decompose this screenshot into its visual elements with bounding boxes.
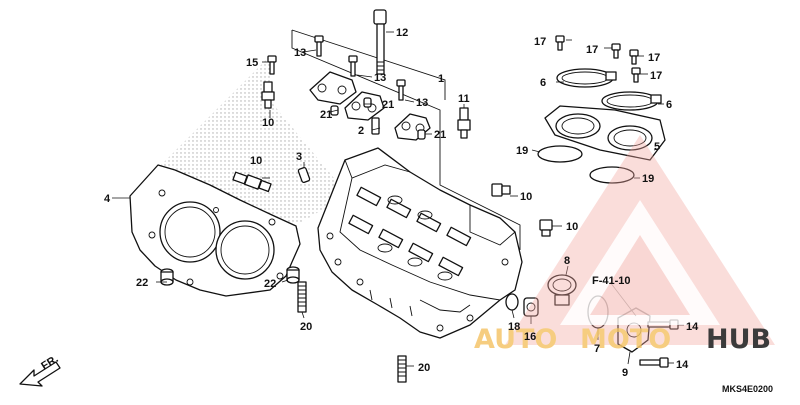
intake-insulator (544, 105, 666, 161)
dowel-21-c (417, 129, 426, 140)
watermark-inner-triangle (560, 200, 720, 325)
callout-6-lower: 6 (666, 99, 672, 111)
callout-16: 16 (524, 331, 536, 343)
watermark-inner-mark (590, 235, 690, 315)
callout-17-c: 17 (648, 52, 660, 64)
watermark-text-right: HUB (706, 324, 771, 355)
sensor-10-lower (539, 219, 553, 237)
callout-10-middle: 10 (250, 155, 262, 167)
band-6-lower (601, 91, 662, 111)
front-direction-indicator: FR. (19, 353, 61, 387)
leader-lines (112, 31, 684, 367)
cylinder-head-gasket (129, 164, 301, 297)
diagram-code: MKS4E0200 (722, 384, 773, 394)
callout-22-right: 22 (264, 278, 276, 290)
bolt-14-lower (639, 357, 669, 368)
bolt-13-b (348, 55, 358, 77)
bolt-15 (267, 55, 277, 75)
callout-21-a: 21 (320, 109, 332, 121)
callout-12: 12 (396, 27, 408, 39)
thermostat-8 (547, 274, 577, 306)
callout-6-upper: 6 (540, 77, 546, 89)
assembly-bracket-top (291, 29, 446, 100)
reference-label: F-41-10 (592, 275, 631, 287)
callout-19-left: 19 (516, 145, 528, 157)
o-ring-19-left (537, 145, 583, 163)
stud-bolt-20-lower (397, 355, 407, 383)
bolt-13-a (314, 35, 324, 57)
assembly-bracket (291, 30, 521, 250)
callout-10-top: 10 (262, 117, 274, 129)
callout-9: 9 (622, 367, 628, 379)
bolt-13-c (396, 79, 406, 101)
callout-22-left: 22 (136, 277, 148, 289)
head-bolt-12 (373, 9, 387, 75)
callout-11: 11 (458, 93, 470, 105)
callout-17-d: 17 (650, 70, 662, 82)
stud-bolt-20-upper (297, 281, 307, 313)
callout-2: 2 (358, 125, 364, 137)
callout-20-lower: 20 (418, 362, 430, 374)
seal-18 (505, 293, 519, 311)
callout-5: 5 (654, 141, 660, 153)
callout-8: 8 (564, 255, 570, 267)
callout-20-upper: 20 (300, 321, 312, 333)
dowel-pin-right (286, 266, 300, 284)
watermark-text-left: AUTO (474, 324, 557, 355)
arrow-down-left-icon (19, 361, 61, 387)
spark-plug-middle (232, 171, 272, 193)
callout-14-upper: 14 (686, 321, 699, 333)
callout-10-lower: 10 (566, 221, 578, 233)
callout-4: 4 (104, 193, 111, 205)
dowel-21-a (363, 97, 372, 108)
sensor-10-right (491, 183, 511, 197)
callout-1: 1 (438, 73, 444, 85)
callout-13-b: 13 (374, 72, 386, 84)
callouts: 1 2 3 4 5 6 6 7 8 9 10 10 10 10 11 12 13… (104, 27, 699, 379)
callout-13-a: 13 (294, 47, 306, 59)
bolt-2 (371, 117, 380, 135)
callout-3: 3 (296, 151, 302, 163)
bolts-17 (555, 35, 641, 83)
spark-plug-top (261, 81, 275, 109)
callout-21-b: 21 (382, 99, 394, 111)
callout-7: 7 (594, 343, 600, 355)
callout-14-lower: 14 (676, 359, 689, 371)
callout-21-c: 21 (434, 129, 446, 141)
watermark: AUTO MOTO HUB (474, 135, 775, 355)
callout-10-right: 10 (520, 191, 532, 203)
callout-17-a: 17 (534, 36, 546, 48)
dowel-3 (297, 166, 311, 184)
cylinder-head (317, 147, 523, 339)
callout-17-b: 17 (586, 44, 598, 56)
callout-18: 18 (508, 321, 520, 333)
callout-15: 15 (246, 57, 258, 69)
dowel-pin-left (160, 268, 174, 286)
callout-13-c: 13 (416, 97, 428, 109)
cam-holder-upper (309, 71, 357, 105)
band-6-upper (556, 68, 617, 88)
sensor-11 (457, 107, 471, 139)
o-ring-19-right (589, 166, 635, 184)
watermark-text-mid: MOTO (580, 324, 671, 355)
callout-19-right: 19 (642, 173, 654, 185)
